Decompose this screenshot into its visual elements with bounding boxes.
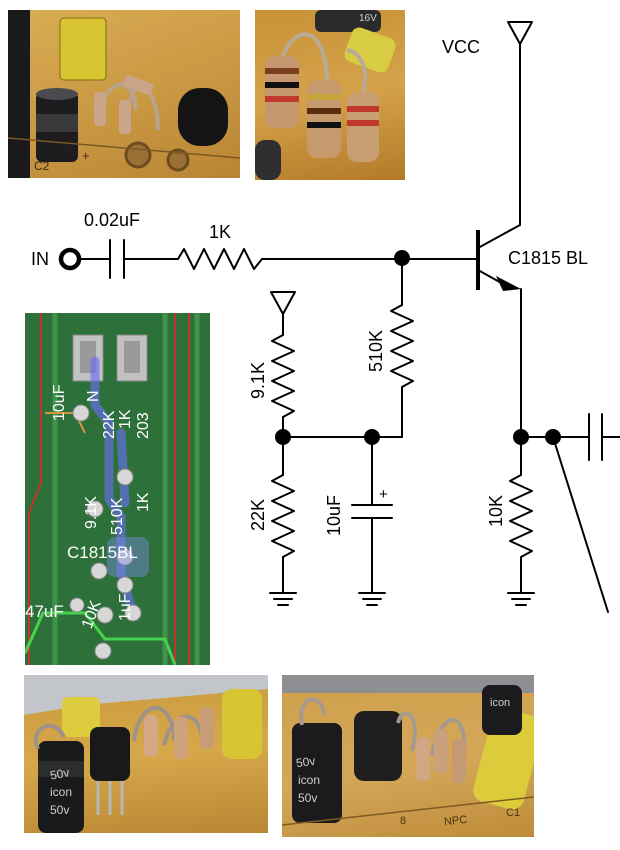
cap-voltage-text: 16V [359, 13, 377, 24]
pcb-label-510k: 510K [109, 497, 126, 535]
feedback-resistor [390, 304, 414, 388]
emitter-resistor-label: 10K [486, 495, 506, 527]
photo-board-bottom-right: 50v icon 50v icon NPC C1 8 [282, 675, 534, 837]
vcc-label: VCC [442, 37, 480, 57]
board-silk-c2: C2 [34, 159, 50, 173]
cap-text-icon-b: icon [298, 773, 321, 787]
input-resistor [177, 248, 263, 270]
input-terminal[interactable] [58, 247, 82, 271]
pcb-layout-photo: 10uF N 22K 1K 203 9.1K 510K 1K C1815BL 4… [25, 313, 210, 665]
cap-text-icon-c: icon [490, 697, 511, 709]
bias-resistor-bottom [271, 474, 295, 558]
cap-text-50v-c: 50v [295, 753, 317, 771]
emitter-resistor [509, 474, 533, 558]
output-capacitor [588, 413, 603, 461]
pcb-label-transistor: C1815BL [67, 543, 138, 562]
cap-text-50v-b: 50v [50, 803, 70, 817]
photo-resistors-closeup: 16V [255, 10, 405, 180]
pcb-label-n: N [85, 390, 102, 402]
cap-text-icon: icon [50, 785, 73, 799]
bypass-capacitor-label: 10uF [324, 495, 344, 536]
vcc-supply [507, 21, 533, 226]
pcb-label-9-1k: 9.1K [83, 496, 100, 529]
pcb-label-1k-2: 1K [135, 492, 152, 512]
output-lead [552, 436, 609, 613]
bias-resistor-top [271, 334, 295, 418]
pcb-label-10uf: 10uF [51, 384, 68, 421]
board-silk-npc: NPC [443, 813, 468, 829]
transistor-symbol [476, 224, 522, 314]
bias-supply [270, 291, 296, 315]
pcb-label-203: 203 [135, 412, 152, 439]
input-resistor-label: 1K [209, 222, 231, 242]
ground-symbol [269, 592, 297, 606]
bias-resistor-top-label: 9.1K [248, 362, 268, 399]
ground-symbol [358, 592, 386, 606]
board-silk-plus: + [82, 148, 90, 163]
cap-text-50v-d: 50v [298, 791, 318, 805]
pcb-label-1k: 1K [117, 409, 134, 429]
photo-board-top-left: C2 + [8, 10, 240, 178]
pcb-label-1uf: 1uF [117, 593, 134, 621]
board-silk-8: 8 [400, 815, 407, 827]
photo-board-bottom-left: 50v icon 50v [24, 675, 268, 833]
bypass-capacitor [351, 504, 393, 519]
board-silk-c1: C1 [506, 807, 521, 819]
input-capacitor [109, 239, 125, 279]
bias-resistor-bottom-label: 22K [248, 499, 268, 531]
input-label: IN [31, 249, 49, 269]
ground-symbol [507, 592, 535, 606]
input-capacitor-label: 0.02uF [84, 210, 140, 230]
bypass-capacitor-polarity: + [379, 486, 388, 503]
transistor-label: C1815 BL [508, 248, 588, 268]
feedback-resistor-label: 510K [366, 330, 386, 372]
pcb-label-47uf: 47uF [25, 602, 64, 621]
